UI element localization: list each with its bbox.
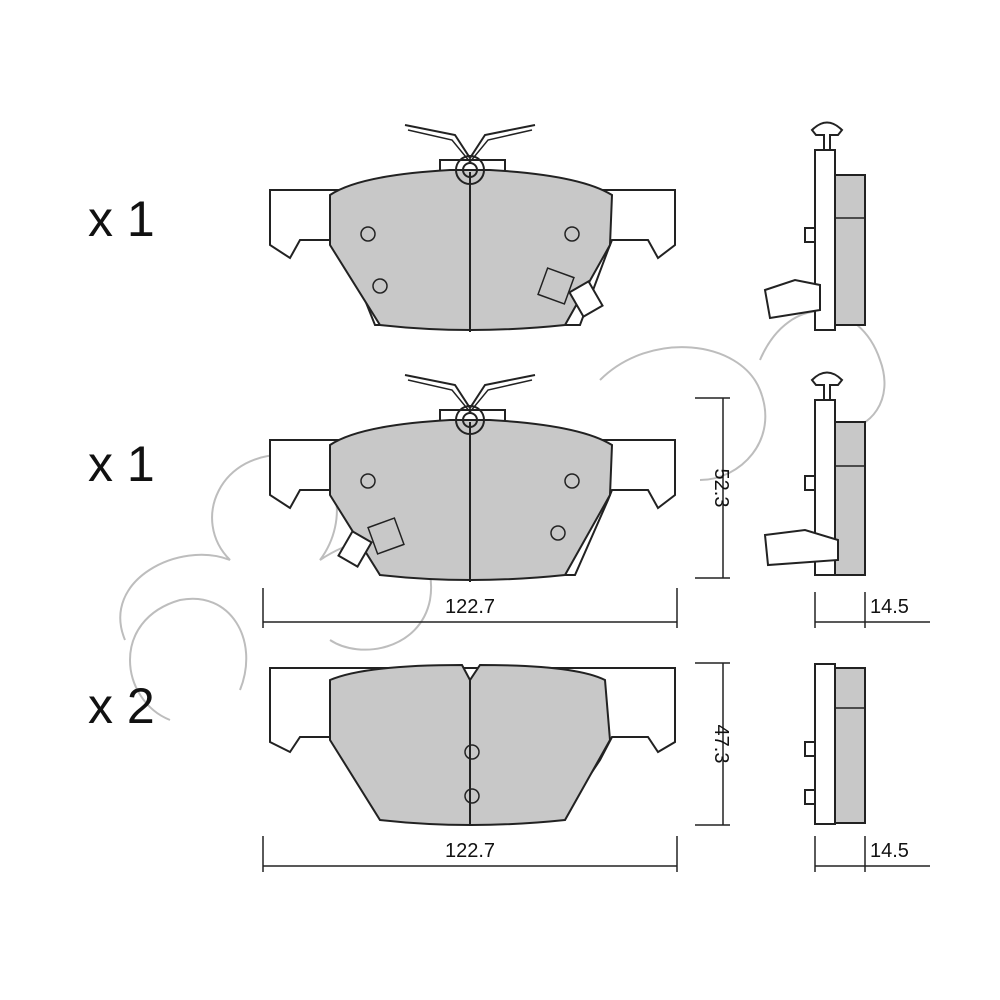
dimension-row3-height (695, 662, 730, 826)
side-wear-sensor (763, 278, 821, 320)
pad-spring-eye (455, 155, 485, 185)
dimension-row3-thickness (814, 836, 930, 872)
side-backing-plate (814, 663, 836, 825)
pad-rivet (550, 525, 566, 541)
pad-rivet (360, 473, 376, 489)
wear-sensor-tab (337, 530, 373, 568)
pad-row3-front (269, 663, 676, 826)
side-clip (804, 475, 816, 491)
side-clip (804, 789, 816, 805)
pad-spring-clip (404, 124, 536, 160)
dimension-label-thickness: 14.5 (870, 840, 909, 862)
pad-spring-eye (455, 405, 485, 435)
dimension-label-width: 122.7 (445, 840, 495, 862)
side-wear-sensor (763, 528, 839, 567)
wear-sensor (367, 517, 405, 555)
side-clip (804, 227, 816, 243)
pad-spring-clip-inner (407, 379, 533, 414)
quantity-label-row1: x 1 (88, 191, 155, 247)
pad-rivet (564, 473, 580, 489)
pad-row1-front (269, 124, 676, 332)
side-friction-material (834, 667, 866, 824)
dimension-row2-width (262, 588, 678, 628)
wear-sensor-tab (568, 280, 604, 318)
dimension-label-height: 47.3 (710, 725, 732, 764)
pad-rivet (564, 226, 580, 242)
pad-row2-front (269, 374, 676, 582)
side-friction-material (834, 421, 866, 576)
pad-rivet (464, 744, 480, 760)
pad-row1-side (763, 121, 866, 331)
dimension-row2-thickness (814, 592, 930, 628)
quantity-label-row3: x 2 (88, 678, 155, 734)
side-clip (804, 741, 816, 757)
dimension-row3-width (262, 836, 678, 872)
pad-rivet (464, 788, 480, 804)
pad-row2-side (763, 371, 866, 576)
side-friction-material (834, 174, 866, 326)
pad-rivet (372, 278, 388, 294)
dimension-label-height: 52.3 (710, 469, 732, 508)
quantity-label-row2: x 1 (88, 436, 155, 492)
pad-spring-clip-inner (407, 129, 533, 164)
pad-rivet (360, 226, 376, 242)
dimension-label-width: 122.7 (445, 596, 495, 618)
pad-row3-side (804, 663, 866, 825)
pad-spring-clip (404, 374, 536, 410)
dimension-label-thickness: 14.5 (870, 596, 909, 618)
dimension-row2-height (695, 397, 730, 579)
wear-sensor (537, 267, 575, 305)
